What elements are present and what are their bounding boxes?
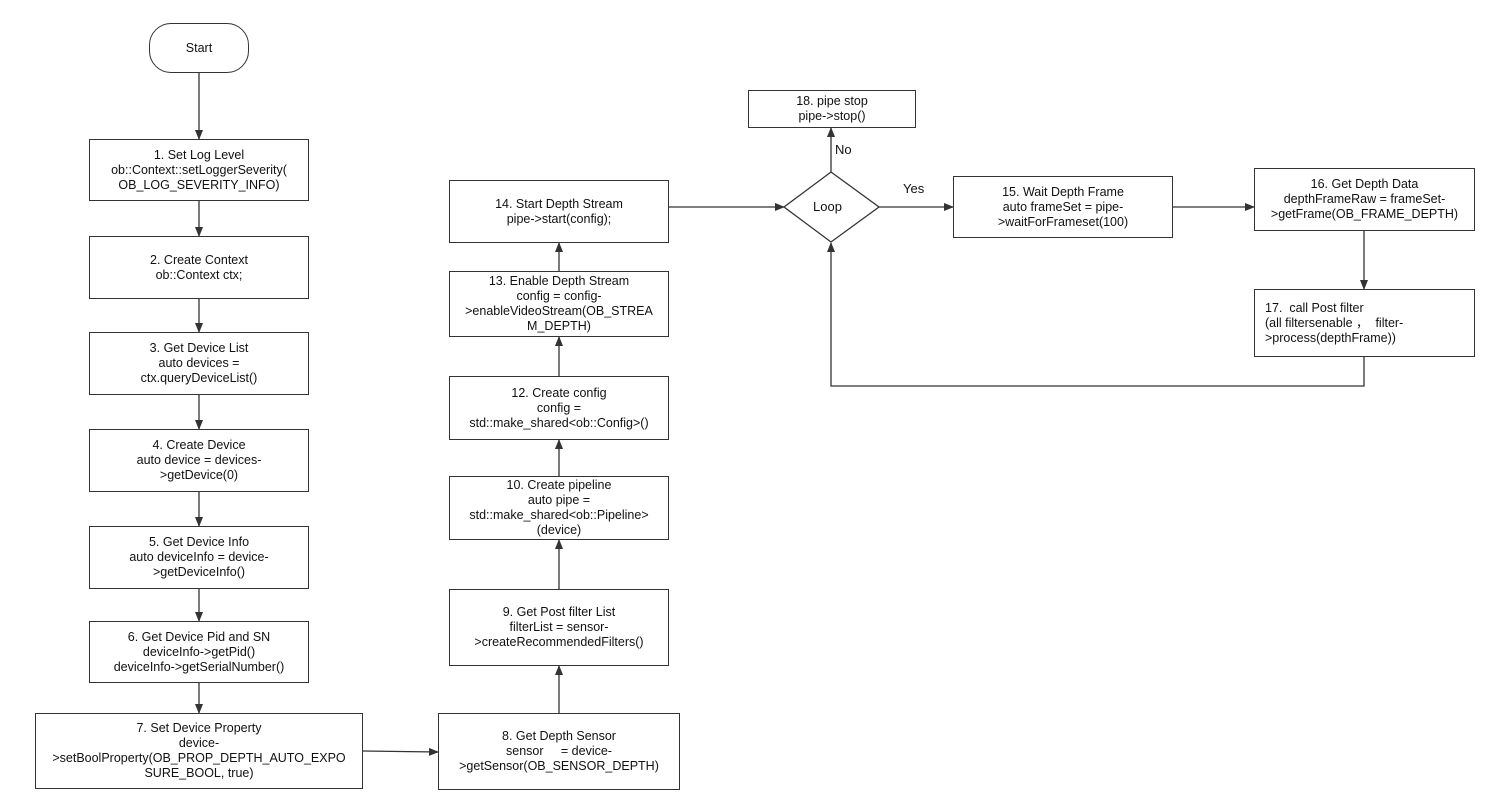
node-text-line: ob::Context::setLoggerSeverity( [111,162,287,177]
node-text-line: 7. Set Device Property [136,721,262,735]
node-text-line: std::make_shared<ob::Config>() [469,415,649,430]
node-text-line: SURE_BOOL, true) [144,766,254,780]
node-text-line: deviceInfo->getPid() [142,644,256,659]
node-text-line: auto deviceInfo = device- [129,550,269,564]
node-text-line: 4. Create Device [152,438,246,452]
node-text-line: 5. Get Device Info [148,535,250,549]
node-text-line: OB_LOG_SEVERITY_INFO) [118,177,280,192]
node-text-line: 14. Start Depth Stream [495,196,623,211]
edge-7-to-8 [362,747,439,756]
node-text-line: >setBoolProperty(OB_PROP_DEPTH_AUTO_EXPO [52,751,346,765]
node-text-line: sensor = device- [506,744,612,758]
node-text-line: 9. Get Post filter List [502,605,616,619]
node-text-line: >waitForFrameset(100) [997,214,1129,229]
node-text-line: >createRecommendedFilters() [474,635,644,649]
node-text-line: std::make_shared<ob::Pipeline> [469,508,649,522]
edge-label-no: No [835,142,852,157]
node-text-line: (all filtersenable ， filter- [1265,315,1404,330]
node-text-line: depthFrameRaw = frameSet- [1283,192,1446,206]
node-text-line: pipe->start(config); [506,211,612,226]
node-text-line: ctx.queryDeviceList() [140,371,258,385]
node-text-line: 1. Set Log Level [153,147,245,162]
node-text-line: 8. Get Depth Sensor [502,729,616,743]
node-text-line: config = config- [516,289,602,303]
node-text-line: deviceInfo->getSerialNumber() [113,659,285,674]
node-text-line: 16. Get Depth Data [1310,177,1419,191]
node-text-line: >enableVideoStream(OB_STREA [465,304,653,318]
node-text-line: 10. Create pipeline [506,478,612,492]
node-text-line: 17. call Post filter [1265,300,1364,315]
node-text-line: auto frameSet = pipe- [1002,199,1124,214]
node-text-line: auto devices = [158,356,240,370]
node-text-line: auto device = devices- [136,453,262,467]
node-text-line: Start [185,40,213,55]
node-text-line: pipe->stop() [798,109,866,123]
node-text-line: 18. pipe stop [796,94,868,108]
node-text-line: >getDevice(0) [159,468,239,482]
node-text-line: 6. Get Device Pid and SN [127,629,271,644]
loop-decision-label: Loop [813,199,842,214]
node-text-line: 3. Get Device List [149,341,249,355]
node-text-line: device- [178,736,220,750]
node-text-line: 15. Wait Depth Frame [1002,184,1124,199]
loop-decision-shape [782,171,881,243]
node-text-line: filterList = sensor- [509,620,609,634]
node-text-line: >process(depthFrame)) [1265,330,1396,345]
node-text-line: >getFrame(OB_FRAME_DEPTH) [1270,207,1459,221]
node-text-line: 12. Create config [511,385,607,400]
node-text-line: M_DEPTH) [527,319,591,333]
node-text-line: ob::Context ctx; [155,267,243,282]
node-text-line: 2. Create Context [150,252,248,267]
edge-label-yes: Yes [903,181,925,196]
edge-17-to-loop [827,242,1365,387]
step-17-call-post-filter: 17. call Post filter(all filtersenable ，… [1254,289,1475,357]
node-text-line: >getDeviceInfo() [152,565,246,579]
start-node: Start [149,23,249,73]
node-text-line: config = [536,400,582,415]
node-text-line: auto pipe = [527,493,591,507]
node-text-line: (device) [536,523,582,537]
node-text-line: 13. Enable Depth Stream [488,274,630,288]
node-text-line: >getSensor(OB_SENSOR_DEPTH) [459,759,659,773]
